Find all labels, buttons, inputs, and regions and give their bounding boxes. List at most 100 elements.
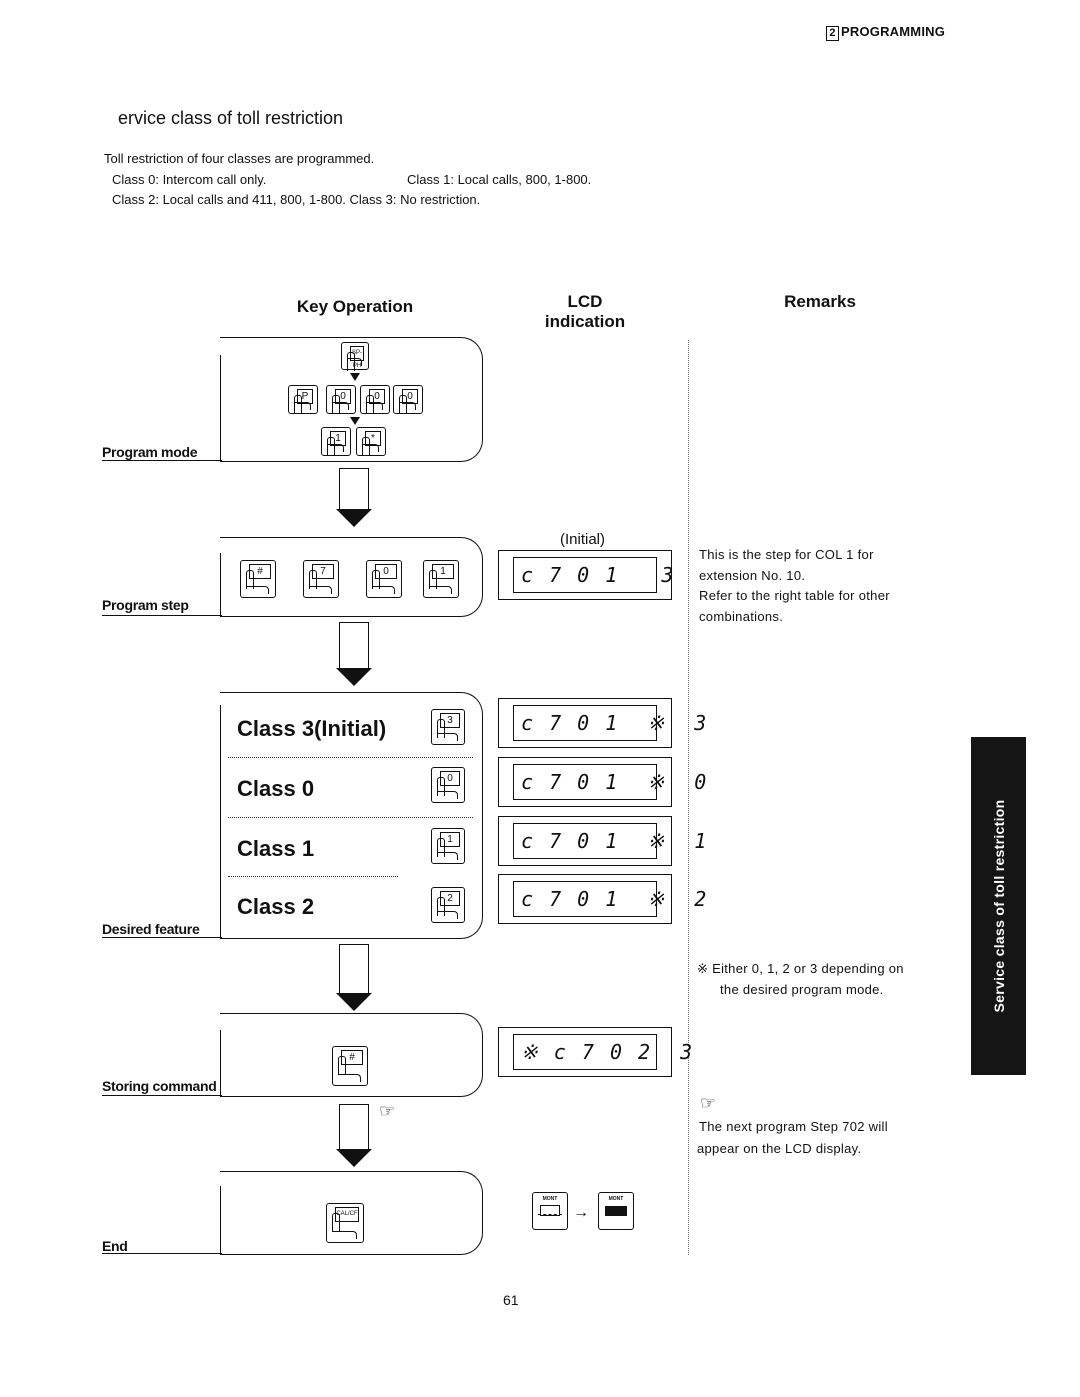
key-symbol: SP-PH [350, 346, 364, 369]
lcd-display-class-2: c 7 0 1 ※ 2 [498, 874, 709, 924]
key-1[interactable]: 1 [423, 560, 459, 598]
finger-icon [246, 570, 254, 589]
lcd-text: c 7 0 1 ※ 3 [521, 711, 709, 735]
key-0[interactable]: 0 [366, 560, 402, 598]
flow-arrow-head [336, 993, 372, 1011]
flow-arrow-shaft [339, 468, 369, 510]
remark-next-2: appear on the LCD display. [697, 1141, 862, 1156]
storing-command-underline [102, 1095, 222, 1096]
lcd-initial-label: (Initial) [560, 531, 606, 548]
hand-icon [332, 1231, 357, 1239]
key-7[interactable]: 7 [303, 560, 339, 598]
key-symbol: 0 [375, 564, 397, 579]
side-tab-label: Service class of toll restriction [990, 799, 1007, 1013]
mont-indicator-flashing: MONT [532, 1192, 568, 1230]
hand-icon [294, 402, 311, 410]
flow-arrow-shaft [339, 622, 369, 669]
hand-icon [366, 402, 383, 410]
col-lcd: LCD [567, 292, 603, 311]
remark-step-2: extension No. 10. [699, 568, 806, 583]
flash-rays-icon [538, 1214, 562, 1226]
key-symbol: # [249, 564, 271, 579]
hand-icon [429, 586, 452, 594]
step-end: End [102, 1238, 128, 1254]
lcd-text: c 7 0 1 3 [521, 563, 676, 587]
lcd-screen [513, 1034, 657, 1070]
hand-icon [338, 1074, 361, 1082]
key-symbol: 0 [335, 389, 351, 404]
key-symbol: P [297, 389, 313, 404]
desired-feature-underline [102, 937, 222, 938]
key-0[interactable]: 0 [326, 385, 356, 414]
finger-icon [372, 570, 380, 589]
lcd-display-class-1: c 7 0 1 ※ 1 [498, 816, 709, 866]
col-lcd-indication: indication [544, 312, 626, 331]
hand-icon [437, 911, 458, 919]
key-symbol: 0 [402, 389, 418, 404]
key-3[interactable]: 3 [431, 709, 465, 745]
key-symbol: 7 [312, 564, 334, 579]
intro-line-2b: Class 1: Local calls, 800, 1-800. [407, 172, 592, 187]
flow-arrow-head [336, 1149, 372, 1167]
down-arrow-icon [350, 417, 360, 425]
intro-line-3: Class 2: Local calls and 411, 800, 1-800… [112, 192, 481, 207]
key-star[interactable]: * [356, 427, 386, 456]
lcd-text: c 7 0 1 ※ 1 [521, 829, 709, 853]
hand-icon [309, 586, 332, 594]
hand-icon [246, 586, 269, 594]
key-symbol: # [341, 1050, 363, 1065]
remark-step-1: This is the step for COL 1 for [699, 547, 874, 562]
mont-indicator-steady: MONT [598, 1192, 634, 1230]
key-sp-ph[interactable]: SP-PH [341, 342, 369, 371]
hand-icon [437, 733, 458, 741]
hand-icon [362, 444, 379, 452]
key-symbol: 0 [440, 771, 460, 786]
col-key-operation: Key Operation [296, 297, 414, 316]
finger-icon [332, 1213, 340, 1232]
column-separator [688, 340, 689, 1255]
key-1[interactable]: 1 [321, 427, 351, 456]
feature-separator [228, 817, 473, 818]
remark-step-3: Refer to the right table for other [699, 588, 890, 603]
finger-icon [338, 1056, 346, 1075]
key-cal-cf[interactable]: CAL/CF [326, 1203, 364, 1243]
key-1[interactable]: 1 [431, 828, 465, 864]
mont-led-icon [605, 1206, 627, 1216]
remark-star-1: ※ Either 0, 1, 2 or 3 depending on [697, 961, 904, 976]
lcd-screen [513, 705, 657, 741]
feature-class-1: Class 1 [237, 836, 315, 861]
key-2[interactable]: 2 [431, 887, 465, 923]
key-0[interactable]: 0 [360, 385, 390, 414]
key-0[interactable]: 0 [431, 767, 465, 803]
feature-class-3-initial: Class 3(Initial) [237, 716, 387, 741]
hand-icon [437, 852, 458, 860]
flow-arrow-head [336, 509, 372, 527]
hand-icon [347, 358, 362, 366]
flow-arrow-shaft [339, 944, 369, 994]
pointing-hand-icon: ☞ [379, 1101, 396, 1121]
pointing-hand-icon: ☞ [700, 1093, 717, 1113]
key-symbol: 3 [440, 713, 460, 728]
hand-icon [332, 402, 349, 410]
lcd-text: c 7 0 1 ※ 2 [521, 887, 709, 911]
flow-arrow-shaft [339, 1104, 369, 1150]
side-tab: Service class of toll restriction [971, 737, 1026, 1075]
lcd-display-class-3: c 7 0 1 ※ 3 [498, 698, 709, 748]
finger-icon [429, 570, 437, 589]
mont-label: MONT [542, 1196, 558, 1202]
step-program-mode: Program mode [102, 444, 198, 460]
section-number-box: 2 [826, 26, 839, 41]
key-p[interactable]: P [288, 385, 318, 414]
key-symbol: 1 [440, 832, 460, 847]
key-hash[interactable]: # [240, 560, 276, 598]
lcd-screen [513, 823, 657, 859]
lcd-screen [513, 764, 657, 800]
finger-icon [437, 897, 445, 916]
key-hash[interactable]: # [332, 1046, 368, 1086]
feature-class-0: Class 0 [237, 776, 315, 801]
lcd-text: c 7 0 1 ※ 0 [521, 770, 709, 794]
key-0[interactable]: 0 [393, 385, 423, 414]
mont-led-icon [540, 1205, 560, 1216]
remark-step-4: combinations. [699, 609, 784, 624]
